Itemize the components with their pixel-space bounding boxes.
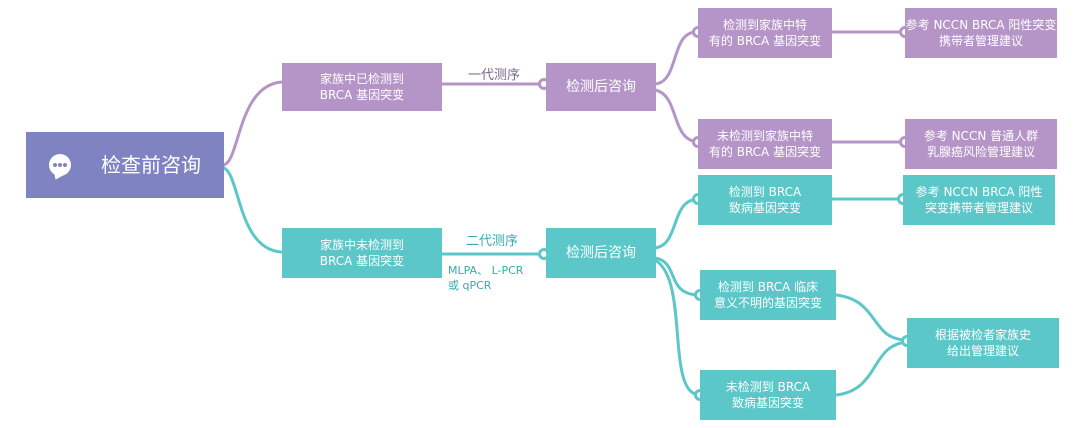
node-advice-family-history-line1: 根据被检者家族史	[934, 328, 1031, 342]
node-not-detected-brca-pathogenic-line2: 致病基因突变	[731, 396, 804, 410]
node-purple-consult-label: 检测后咨询	[566, 79, 636, 95]
node-advice-nccn-general-line2: 乳腺癌风险管理建议	[926, 145, 1035, 159]
node-detected-family-specific-line2: 有的 BRCA 基因突变	[708, 34, 822, 48]
node-advice-family-history-line2: 给出管理建议	[946, 344, 1019, 358]
node-advice-nccn-brca-carrier-line1: 参考 NCCN BRCA 阳性突变	[905, 18, 1057, 32]
node-detected-brca-pathogenic[interactable]: 检测到 BRCA 致病基因突变	[698, 175, 832, 225]
chat-bubble-icon	[49, 154, 71, 176]
node-family-detected-line1: 家族中已检测到	[319, 72, 404, 86]
node-purple-post-test-consult[interactable]: 检测后咨询	[546, 63, 656, 111]
node-advice-nccn-general[interactable]: 参考 NCCN 普通人群 乳腺癌风险管理建议	[905, 119, 1057, 169]
connector-root-teal	[222, 166, 284, 254]
label-second-gen-seq: 二代测序	[466, 234, 519, 249]
node-advice-nccn-brca-positive-line2: 突变携带者管理建议	[924, 201, 1033, 215]
connector-teal-b	[653, 256, 702, 297]
node-not-detected-brca-pathogenic-line1: 未检测到 BRCA	[725, 380, 811, 394]
node-detected-family-specific[interactable]: 检测到家族中特 有的 BRCA 基因突变	[698, 8, 832, 58]
root-node-pre-test-consult[interactable]: 检查前咨询	[26, 132, 224, 198]
node-detected-brca-vus[interactable]: 检测到 BRCA 临床 意义不明的基因突变	[700, 270, 836, 320]
node-detected-brca-vus-line1: 检测到 BRCA 临床	[717, 280, 819, 294]
node-advice-nccn-brca-positive[interactable]: 参考 NCCN BRCA 阳性 突变携带者管理建议	[903, 175, 1055, 225]
connector-purple-b	[653, 88, 700, 144]
root-label: 检查前咨询	[101, 153, 201, 177]
node-family-detected-line2: BRCA 基因突变	[319, 88, 405, 102]
node-advice-family-history[interactable]: 根据被检者家族史 给出管理建议	[907, 318, 1059, 368]
node-advice-nccn-brca-positive-line1: 参考 NCCN BRCA 阳性	[915, 185, 1043, 199]
label-method-note-2: 或 qPCR	[448, 279, 492, 292]
node-family-not-detected-line2: BRCA 基因突变	[319, 254, 405, 268]
node-teal-consult-label: 检测后咨询	[566, 245, 636, 261]
label-first-gen-seq: 一代测序	[468, 68, 521, 83]
node-not-detected-brca-pathogenic[interactable]: 未检测到 BRCA 致病基因突变	[700, 370, 836, 420]
node-not-detected-family-specific-line2: 有的 BRCA 基因突变	[708, 145, 822, 159]
node-detected-brca-vus-line2: 意义不明的基因突变	[713, 296, 822, 310]
connector-teal-advice-b	[834, 293, 909, 342]
label-method-note-1: MLPA、 L-PCR	[448, 264, 524, 277]
node-not-detected-family-specific-line1: 未检测到家族中特	[716, 129, 813, 143]
node-advice-nccn-brca-carrier[interactable]: 参考 NCCN BRCA 阳性突变 携带者管理建议	[905, 8, 1057, 58]
connector-purple-a	[653, 30, 700, 86]
node-advice-nccn-general-line1: 参考 NCCN 普通人群	[923, 129, 1039, 143]
node-detected-family-specific-line1: 检测到家族中特	[722, 18, 807, 32]
node-teal-post-test-consult[interactable]: 检测后咨询	[546, 228, 656, 278]
node-family-not-detected[interactable]: 家族中未检测到 BRCA 基因突变	[282, 228, 442, 278]
node-detected-brca-pathogenic-line2: 致病基因突变	[728, 201, 801, 215]
node-advice-nccn-brca-carrier-line2: 携带者管理建议	[938, 34, 1023, 48]
connector-teal-c	[653, 258, 702, 397]
node-family-not-detected-line1: 家族中未检测到	[319, 238, 404, 252]
connector-teal-advice-c	[834, 340, 909, 397]
connector-teal-a	[653, 197, 700, 250]
node-family-detected[interactable]: 家族中已检测到 BRCA 基因突变	[282, 63, 442, 111]
connector-root-purple	[222, 80, 284, 167]
node-detected-brca-pathogenic-line1: 检测到 BRCA	[728, 185, 802, 199]
node-not-detected-family-specific[interactable]: 未检测到家族中特 有的 BRCA 基因突变	[698, 119, 832, 169]
